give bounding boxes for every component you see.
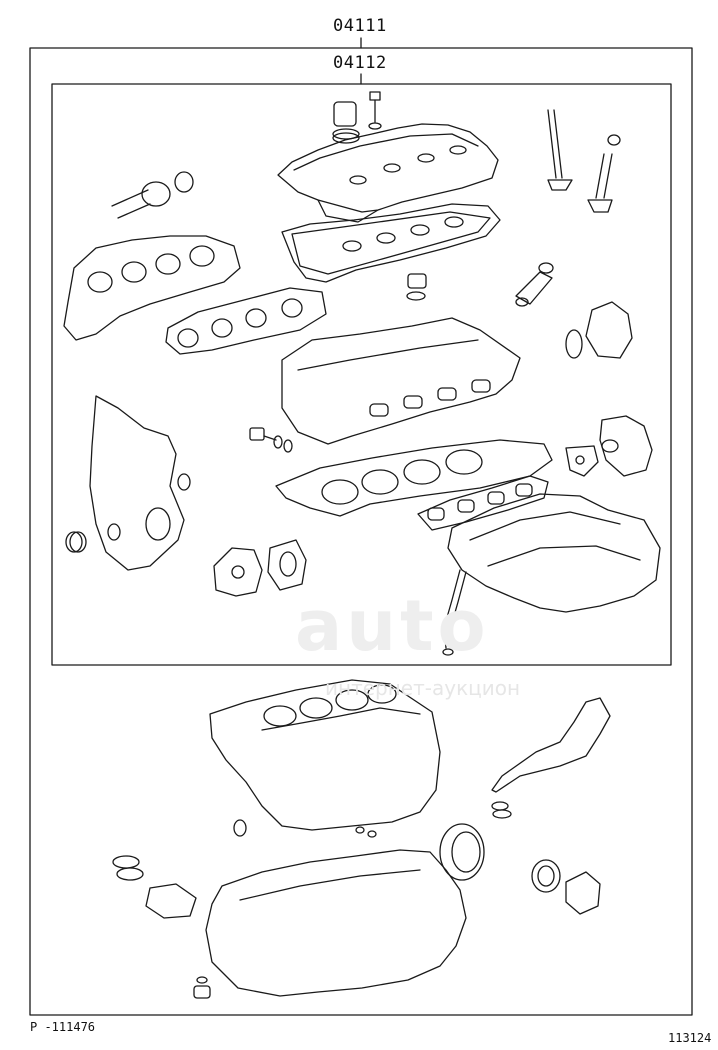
water-inlet-fitting xyxy=(566,872,600,914)
head-cover-gasket xyxy=(282,204,500,282)
intake-manifold-gasket xyxy=(418,476,548,530)
throttle-body xyxy=(600,416,652,476)
diagram-number: 113124 xyxy=(668,1031,712,1045)
oil-level-gauge-guide xyxy=(443,570,466,655)
exhaust-manifold-gasket xyxy=(166,288,326,354)
bolt-with-washer xyxy=(369,92,381,129)
water-outlet xyxy=(566,302,632,358)
water-bypass-gasket xyxy=(214,548,262,596)
throttle-body-gasket xyxy=(566,446,598,476)
drain-plug xyxy=(194,977,210,998)
oil-strainer-gasket xyxy=(113,856,196,918)
exhaust-valve xyxy=(588,135,620,212)
crankshaft-rear-oil-seal xyxy=(440,824,484,880)
cylinder-head xyxy=(282,318,520,444)
oil-filler-cap xyxy=(333,102,359,143)
exhaust-manifold xyxy=(64,236,240,340)
union-bolt xyxy=(250,428,292,452)
oil-seal xyxy=(532,860,560,892)
inner-frame xyxy=(52,84,671,665)
watermark-sub: интернет-аукцион xyxy=(325,676,521,700)
outer-frame xyxy=(30,48,692,1015)
exhaust-pipe-gasket xyxy=(112,172,193,218)
fuel-injector xyxy=(516,263,553,306)
small-seals xyxy=(234,820,376,837)
part-ref-upper: 04111 xyxy=(333,16,387,36)
intake-valve xyxy=(548,110,572,190)
cylinder-head-gasket xyxy=(276,440,552,516)
plug xyxy=(407,274,426,300)
figure-number: P -111476 xyxy=(30,1020,96,1034)
water-inlet-pipe xyxy=(492,698,610,818)
timing-chain-cover xyxy=(90,396,190,570)
intake-manifold xyxy=(448,494,660,612)
cylinder-block xyxy=(210,680,440,830)
cylinder-head-cover xyxy=(278,124,498,222)
oil-pan xyxy=(206,850,466,996)
water-pump-gasket xyxy=(268,540,306,590)
part-ref-lower: 04112 xyxy=(333,53,387,73)
crankshaft-front-seal xyxy=(66,532,86,552)
watermark-main: auto xyxy=(295,585,490,667)
